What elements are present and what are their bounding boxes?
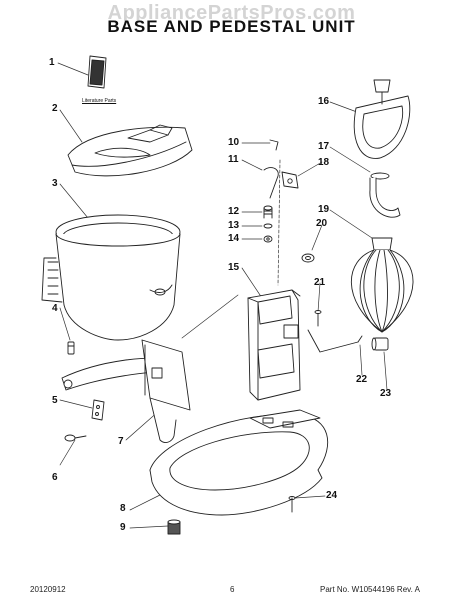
crank-handle xyxy=(307,329,363,353)
page-title: BASE AND PEDESTAL UNIT xyxy=(107,17,356,36)
callout-24: 24 xyxy=(326,490,338,501)
bowl-pin xyxy=(67,341,75,355)
callout-7: 7 xyxy=(118,436,124,447)
callout-1: 1 xyxy=(49,57,55,68)
footer-part-no: Part No. W10544196 Rev. A xyxy=(320,585,420,594)
callout-18: 18 xyxy=(318,157,330,168)
mixer-base xyxy=(149,409,329,516)
callout-23: 23 xyxy=(380,388,392,399)
callout-14: 14 xyxy=(228,233,240,244)
callout-19: 19 xyxy=(318,204,330,215)
watermark-text: AppliancePartsPros.com xyxy=(107,2,356,24)
callout-15: 15 xyxy=(228,262,240,273)
callout-17: 17 xyxy=(318,141,330,152)
callout-8: 8 xyxy=(120,503,126,514)
dough-hook xyxy=(369,172,401,218)
literature-label: Literature Parts xyxy=(82,98,117,104)
callout-2: 2 xyxy=(52,103,58,114)
crank-knob xyxy=(371,337,389,351)
callout-3: 3 xyxy=(52,178,58,189)
lever xyxy=(281,171,299,189)
screw xyxy=(64,434,87,442)
base-screw xyxy=(288,496,296,513)
callout-22: 22 xyxy=(356,374,368,385)
footer-date: 20120912 xyxy=(30,585,66,594)
pouring-shield xyxy=(67,124,193,177)
column-screw xyxy=(314,310,322,327)
callout-12: 12 xyxy=(228,206,240,217)
mixing-bowl xyxy=(41,214,181,341)
literature-parts-booklet xyxy=(87,55,107,89)
pedestal-column xyxy=(247,289,301,401)
flat-beater xyxy=(353,79,411,159)
nut xyxy=(301,253,315,263)
callout-21: 21 xyxy=(314,277,326,288)
callout-4: 4 xyxy=(52,303,58,314)
callout-13: 13 xyxy=(228,220,240,231)
callout-11: 11 xyxy=(228,154,239,165)
bowl-support xyxy=(61,339,191,443)
callout-9: 9 xyxy=(120,522,126,533)
leader-lines xyxy=(57,62,388,529)
wire-whip xyxy=(350,237,414,333)
callout-10: 10 xyxy=(228,137,240,148)
rubber-foot xyxy=(167,519,181,535)
lock-rod-parts xyxy=(263,139,279,243)
callout-5: 5 xyxy=(52,395,58,406)
footer-page: 6 xyxy=(230,585,235,594)
bowl-clamp-plate xyxy=(91,399,105,421)
callout-6: 6 xyxy=(52,472,58,483)
callout-16: 16 xyxy=(318,96,330,107)
callout-20: 20 xyxy=(316,218,328,229)
